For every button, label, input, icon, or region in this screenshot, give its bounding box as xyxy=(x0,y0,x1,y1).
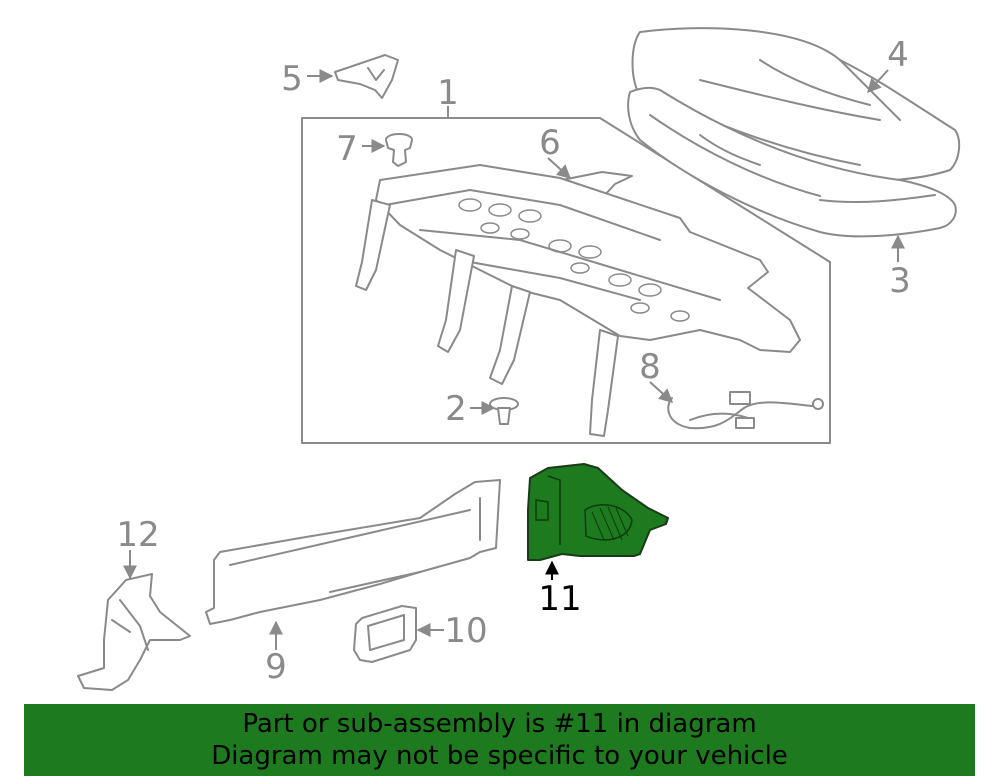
banner-line-2: Diagram may not be specific to your vehi… xyxy=(211,741,788,771)
part-3-seat-cushion-cover xyxy=(627,86,957,238)
part-2-fastener xyxy=(489,397,519,425)
assembly-frame-box xyxy=(301,106,831,444)
part-5-bracket xyxy=(334,54,399,99)
part-8-wire-harness xyxy=(667,391,824,430)
callout-7: 7 xyxy=(336,129,358,169)
callout-11: 11 xyxy=(538,579,581,619)
part-7-clip xyxy=(385,133,413,167)
callout-10: 10 xyxy=(444,611,487,651)
part-11-highlighted-panel xyxy=(527,463,669,561)
callout-1: 1 xyxy=(437,73,459,113)
callout-12: 12 xyxy=(116,515,159,555)
callout-6: 6 xyxy=(539,123,561,163)
callout-3: 3 xyxy=(889,261,911,301)
callout-9: 9 xyxy=(265,647,287,687)
callout-2: 2 xyxy=(445,389,467,429)
info-banner: Part or sub-assembly is #11 in diagram D… xyxy=(24,704,975,776)
part-12-quarter-trim xyxy=(77,573,191,691)
part-1-seat-frame xyxy=(355,164,801,437)
part-9-side-panel xyxy=(205,479,501,625)
leader-lines xyxy=(123,69,905,650)
part-10-vent-cover xyxy=(353,605,417,663)
callout-8: 8 xyxy=(639,347,661,387)
callout-4: 4 xyxy=(887,35,909,75)
callout-5: 5 xyxy=(281,59,303,99)
parts-diagram: 1 2 3 4 5 6 7 8 9 10 11 12 xyxy=(77,27,961,691)
banner-line-1: Part or sub-assembly is #11 in diagram xyxy=(242,709,757,739)
